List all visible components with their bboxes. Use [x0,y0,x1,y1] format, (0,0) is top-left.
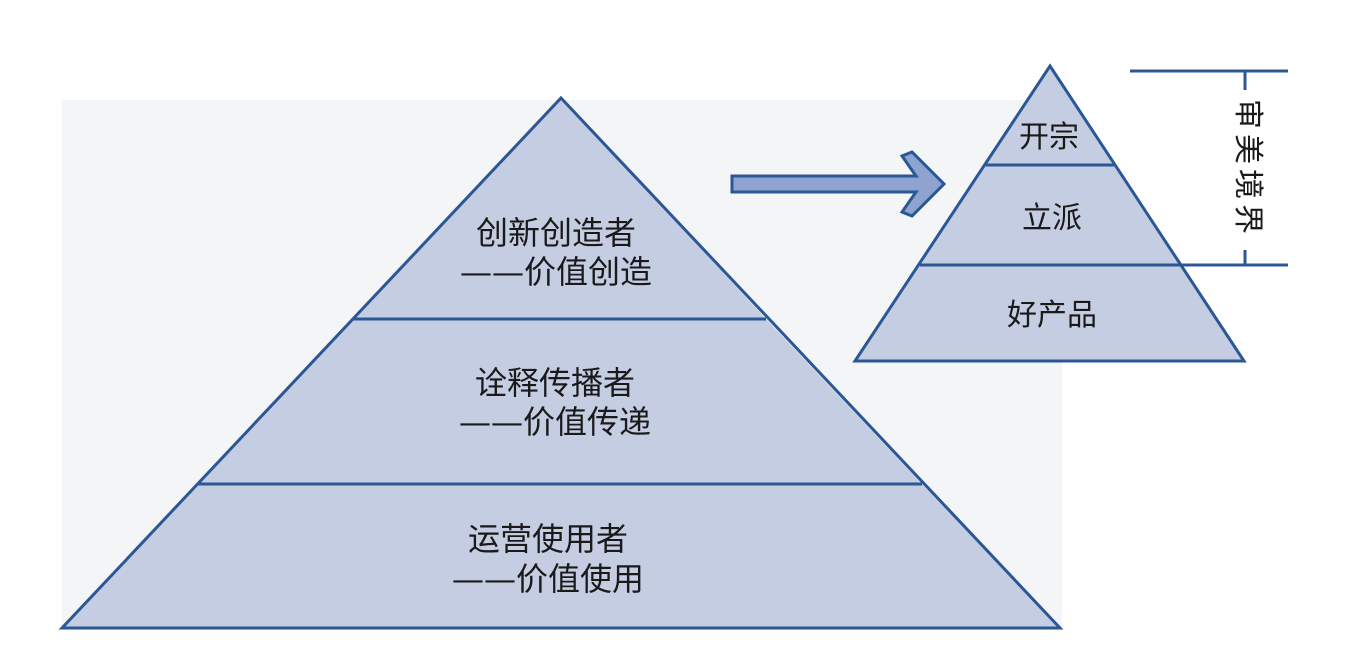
aesthetic-bracket: 审 美 境 界 [1130,69,1288,267]
large-tier-middle-value: ——价值传递 [459,403,651,441]
small-tier-top-label: 开宗 [1019,120,1079,155]
small-tier-top [986,66,1114,165]
bracket-label-char-4: 界 [1230,204,1265,234]
large-tier-top [353,98,766,319]
small-tier-middle-label: 立派 [1022,201,1082,236]
large-tier-middle [198,319,922,484]
small-tier-middle [920,165,1181,265]
large-tier-bottom-value: ——价值使用 [452,560,644,598]
large-pyramid-outline [58,95,1064,630]
large-tier-top-role: 创新创造者 [476,214,636,252]
small-pyramid: 开宗 立派 好产品 [852,63,1247,363]
large-tier-top-value: ——价值创造 [460,253,652,291]
bracket-label-char-2: 美 [1230,134,1265,164]
right-arrow-icon [730,150,947,218]
large-tier-middle-role: 诠释传播者 [475,364,635,402]
large-pyramid: 创新创造者 ——价值创造 诠释传播者 ——价值传递 运营使用者 ——价值使用 [58,95,1064,630]
small-tier-bottom-label: 好产品 [1007,298,1097,333]
large-tier-bottom-role: 运营使用者 [468,520,628,558]
large-tier-bottom [62,484,1060,628]
small-pyramid-outline [852,63,1247,363]
bracket-label-char-1: 审 [1230,99,1265,129]
bracket-label-char-3: 境 [1230,169,1265,199]
small-tier-bottom [855,265,1244,361]
